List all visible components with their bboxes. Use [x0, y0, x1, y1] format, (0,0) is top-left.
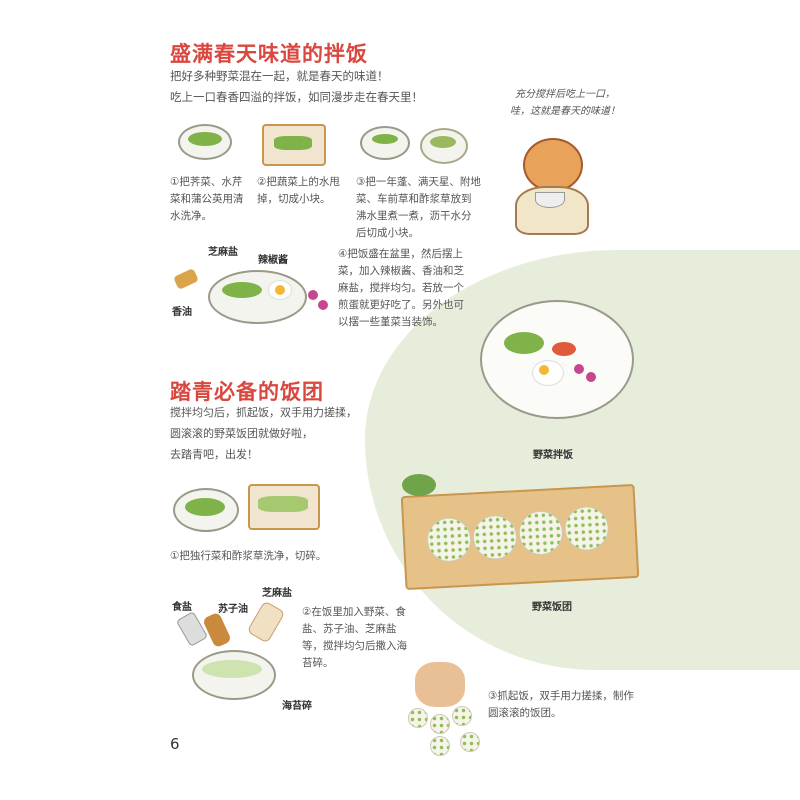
intro-line: 吃上一口春香四溢的拌饭，如同漫步走在春天里！	[170, 90, 423, 104]
bibimbap-bowl-illustration	[480, 300, 634, 419]
rice-bowl-illustration	[192, 650, 276, 700]
s1-step1: ①把荠菜、水芹菜和蒲公英用清水洗净。	[170, 176, 244, 222]
s1-step2: ②把蔬菜上的水甩掉，切成小块。	[257, 176, 340, 205]
speech-line: 哇，这就是春天的味道！	[510, 106, 620, 117]
label-sesame-oil: 香油	[172, 307, 192, 318]
intro-line: 把好多种野菜混在一起，就是春天的味道！	[170, 69, 389, 83]
section2-title: 踏青必备的饭团	[170, 380, 324, 404]
s2-step2: ②在饭里加入野菜、食盐、苏子油、芝麻盐等，搅拌均匀后撒入海苔碎。	[302, 606, 407, 669]
intro-line: 搅拌均匀后，抓起饭，双手用力搓揉，	[170, 406, 357, 419]
speech-bubble: 充分搅拌后吃上一口， 哇，这就是春天的味道！	[485, 86, 645, 120]
s1-step3: ③把一年蓬、满天星、附地菜、车前草和酢浆草放到沸水里煮一煮，沥干水分后切成小块。	[356, 176, 481, 239]
section2-intro: 搅拌均匀后，抓起饭，双手用力搓揉， 圆滚滚的野菜饭团就做好啦， 去踏青吧，出发！	[170, 402, 357, 465]
s2-step1: ①把独行菜和酢浆草洗净，切碎。	[170, 550, 327, 562]
section1-title: 盛满春天味道的拌饭	[170, 42, 368, 66]
label-chili-sauce: 辣椒酱	[258, 255, 288, 266]
page-number: 6	[170, 735, 180, 753]
s2-step3: ③抓起饭，双手用力搓揉，制作圆滚滚的饭团。	[488, 690, 634, 719]
rice-ball-icon	[408, 708, 428, 728]
label-sesame-salt: 芝麻盐	[208, 247, 238, 258]
rice-ball-icon	[460, 732, 480, 752]
violet-flower-icon	[318, 300, 328, 310]
violet-flower-icon	[308, 290, 318, 300]
intro-line: 去踏青吧，出发！	[170, 448, 258, 461]
label-salt: 食盐	[172, 602, 192, 613]
label-seaweed: 海苔碎	[282, 701, 312, 712]
salt-shaker-icon	[175, 611, 209, 647]
caption-rice-balls: 野菜饭团	[532, 602, 572, 613]
oil-bottle-icon	[173, 268, 199, 290]
label-sesame-salt: 芝麻盐	[262, 588, 292, 599]
rice-ball-tray-illustration	[400, 483, 640, 591]
sesame-salt-jar-icon	[246, 600, 286, 644]
section1-intro: 把好多种野菜混在一起，就是春天的味道！ 吃上一口春香四溢的拌饭，如同漫步走在春天…	[170, 66, 423, 108]
rice-ball-icon	[430, 714, 450, 734]
mixing-bowl-illustration	[208, 270, 307, 324]
s1-step4: ④把饭盛在盆里，然后摆上菜，加入辣椒酱、香油和芝麻盐，搅拌均匀。若放一个煎蛋就更…	[338, 248, 464, 328]
washing-bowl-illustration	[173, 488, 239, 532]
washing-bowl-illustration	[178, 124, 232, 160]
rice-ball-icon	[430, 736, 450, 756]
rice-ball-icon	[452, 706, 472, 726]
herb-sprig-icon	[402, 474, 436, 496]
intro-line: 圆滚滚的野菜饭团就做好啦，	[170, 427, 313, 440]
oil-bottle-icon	[202, 611, 232, 649]
hands-illustration	[415, 662, 465, 707]
cutting-board-illustration	[248, 484, 320, 530]
pot-illustration	[360, 126, 410, 160]
strainer-illustration	[420, 128, 468, 164]
label-perilla-oil: 苏子油	[218, 604, 248, 615]
caption-bibimbap: 野菜拌饭	[533, 450, 573, 461]
boy-eating-illustration	[505, 130, 595, 240]
speech-line: 充分搅拌后吃上一口，	[515, 89, 615, 100]
cutting-board-illustration	[262, 124, 326, 166]
